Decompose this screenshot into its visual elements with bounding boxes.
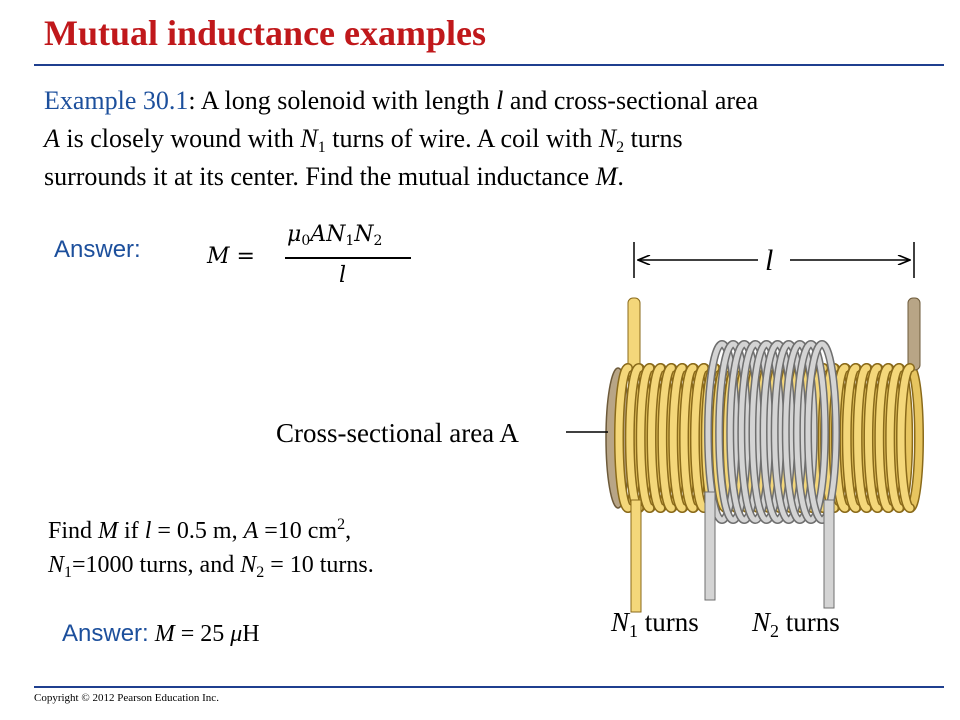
solenoid-turn-fill <box>875 364 892 512</box>
problem-text: is closely wound with <box>59 124 301 153</box>
secondary-coil-turns <box>704 340 840 524</box>
area-label: Cross-sectional area A <box>276 418 519 448</box>
formula-AN: AN <box>310 222 346 247</box>
formula-sub-1: 1 <box>345 233 355 249</box>
solenoid-turn-fill <box>691 364 708 512</box>
subscript-2: 2 <box>616 139 625 156</box>
coil-turn-fill <box>727 341 761 523</box>
formula-mu: μ <box>287 222 302 247</box>
length-label: l <box>765 244 773 277</box>
coil-turn-fill <box>705 341 739 523</box>
var-M: M <box>154 621 175 647</box>
solenoid-turn-fill <box>680 364 697 512</box>
var-N2: N <box>598 124 617 153</box>
problem-text: : A long solenoid with length <box>188 86 497 115</box>
find-text: if <box>118 518 145 544</box>
n2-turns-label: N2 turns <box>751 607 840 641</box>
coil-turn-fill <box>783 341 817 523</box>
find-text: = 0.5 m, <box>151 518 244 544</box>
var-N2: N <box>240 552 257 578</box>
fraction-bar <box>285 257 411 259</box>
find-text: =1000 turns, and <box>72 552 241 578</box>
formula-N: N <box>354 222 374 247</box>
solenoid-turn-fill <box>637 364 654 512</box>
n1-turns-label: N1 turns <box>610 607 699 641</box>
final-answer-label: Answer: <box>62 620 149 647</box>
solenoid-turn-fill <box>864 364 881 512</box>
var-A: A <box>44 124 60 153</box>
solenoid-lead-bottom <box>630 499 642 613</box>
copyright-text: Copyright © 2012 Pearson Education Inc. <box>34 692 219 704</box>
solenoid-turn-fill <box>648 364 665 512</box>
solenoid-lead-top-right <box>907 297 921 371</box>
area-callout: Cross-sectional area A <box>276 418 608 448</box>
length-dimension: l <box>633 242 915 278</box>
problem-text: turns of wire. A coil with <box>325 124 599 153</box>
solenoid-turn-fill <box>843 364 860 512</box>
find-text: = 10 turns. <box>264 552 374 578</box>
var-A: A <box>243 518 259 544</box>
solenoid-turn-fill <box>854 364 871 512</box>
var-M: M <box>98 518 119 544</box>
var-l: l <box>496 86 504 115</box>
find-text: , <box>345 518 352 544</box>
solenoid-turn-fill <box>658 364 675 512</box>
unit-henry: H <box>242 621 260 647</box>
formula-numerator: μ0AN1N2 <box>287 222 383 249</box>
coil-turn-fill <box>716 341 750 523</box>
find-text: Find <box>48 518 99 544</box>
final-answer: Answer: M = 25 μH <box>62 620 260 648</box>
superscript-2: 2 <box>337 516 346 533</box>
solenoid-turn-back-fill <box>906 364 923 512</box>
example-label: Example 30.1 <box>44 86 189 115</box>
answer-eq: = 25 <box>174 621 231 647</box>
var-M: M <box>595 162 618 191</box>
solenoid-turn-fill <box>897 364 914 512</box>
slide-title: Mutual inductance examples <box>44 13 487 53</box>
solenoid-turn-fill <box>669 364 686 512</box>
coil-turn-fill <box>805 341 839 523</box>
solenoid-turn-fill <box>886 364 903 512</box>
coil-lead-bottom-right <box>823 499 835 609</box>
find-text: =10 cm <box>258 518 338 544</box>
title-divider <box>34 64 944 66</box>
formula-lhs: M = <box>207 244 255 269</box>
footer-divider <box>34 686 944 688</box>
coil-turn-fill <box>761 341 795 523</box>
problem-statement: Example 30.1: A long solenoid with lengt… <box>44 82 944 196</box>
coil-lead-bottom-left <box>704 491 716 601</box>
coil-turn-fill <box>749 341 783 523</box>
coil-turn-fill <box>772 341 806 523</box>
find-question: Find M if l = 0.5 m, A =10 cm2,N1=1000 t… <box>48 514 374 582</box>
answer-label: Answer: <box>54 236 141 263</box>
formula-sub-0: 0 <box>301 233 311 249</box>
subscript-2: 2 <box>256 564 265 581</box>
var-N1: N <box>300 124 318 153</box>
var-N1: N <box>48 552 65 578</box>
subscript-1: 1 <box>64 564 73 581</box>
subscript-1: 1 <box>317 139 326 156</box>
formula-sub-2: 2 <box>373 233 383 249</box>
problem-text: . <box>617 162 624 191</box>
var-l: l <box>144 518 152 544</box>
coil-turn-fill <box>738 341 772 523</box>
mu-symbol: μ <box>230 621 243 647</box>
problem-text: and cross-sectional area <box>503 86 759 115</box>
formula-denominator: l <box>339 263 347 288</box>
solenoid-turn-fill <box>615 364 632 512</box>
coil-turn-fill <box>794 341 828 523</box>
